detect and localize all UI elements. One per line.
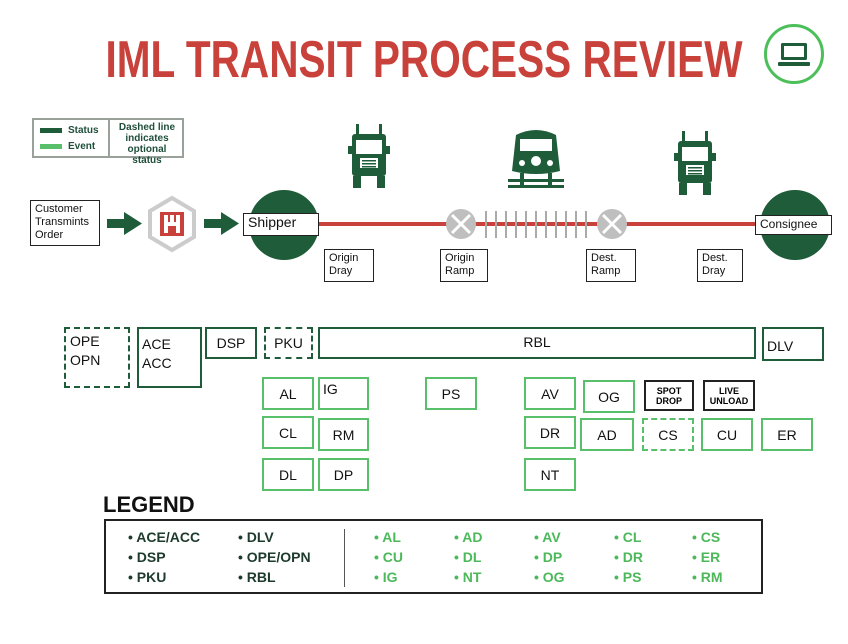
status-ace-acc: ACE ACC bbox=[137, 327, 202, 388]
page-title: IML TRANSIT PROCESS REVIEW bbox=[105, 31, 743, 89]
legend-event-col-4: CL DR PS bbox=[614, 527, 643, 587]
event-ps: PS bbox=[425, 377, 477, 410]
dest-dray-label: Dest. Dray bbox=[697, 249, 743, 282]
spot-drop-box: SPOT DROP bbox=[644, 380, 694, 411]
event-al: AL bbox=[262, 377, 314, 410]
origin-ramp-marker bbox=[446, 209, 476, 239]
event-cs: CS bbox=[642, 418, 694, 451]
live-unload-box: LIVE UNLOAD bbox=[703, 380, 755, 411]
event-dr: DR bbox=[524, 416, 576, 449]
train-icon bbox=[508, 130, 564, 188]
status-swatch bbox=[40, 128, 62, 133]
event-er: ER bbox=[761, 418, 813, 451]
legend-event-col-5: CS ER RM bbox=[692, 527, 723, 587]
dest-ramp-marker bbox=[597, 209, 627, 239]
legend: ACE/ACC DSP PKU DLV OPE/OPN RBL AL CU IG… bbox=[104, 519, 763, 594]
status-dsp: DSP bbox=[205, 327, 257, 359]
event-cu: CU bbox=[701, 418, 753, 451]
hub-logo-icon bbox=[148, 195, 196, 253]
consignee-label: Consignee bbox=[755, 215, 832, 235]
status-event-key: Status Event Dashed line indicates optio… bbox=[32, 118, 184, 166]
dashed-note: Dashed line indicates optional status bbox=[118, 122, 176, 166]
origin-ramp-label: Origin Ramp bbox=[440, 249, 488, 282]
event-av: AV bbox=[524, 377, 576, 410]
legend-title: LEGEND bbox=[103, 492, 195, 517]
event-dl: DL bbox=[262, 458, 314, 491]
legend-status-col-1: ACE/ACC DSP PKU bbox=[128, 527, 200, 587]
legend-event-col-2: AD DL NT bbox=[454, 527, 482, 587]
status-ope-opn: OPE OPN bbox=[64, 327, 130, 388]
status-pku: PKU bbox=[264, 327, 313, 359]
dest-ramp-label: Dest. Ramp bbox=[586, 249, 636, 282]
customer-order-box: Customer Transmints Order bbox=[30, 200, 100, 246]
event-key-label: Event bbox=[68, 141, 96, 152]
origin-dray-label: Origin Dray bbox=[324, 249, 374, 282]
event-nt: NT bbox=[524, 458, 576, 491]
event-ig: IG bbox=[318, 377, 369, 410]
event-rm: RM bbox=[318, 418, 369, 451]
event-cl: CL bbox=[262, 416, 314, 449]
legend-event-col-3: AV DP OG bbox=[534, 527, 564, 587]
event-swatch bbox=[40, 144, 62, 149]
rail-ties bbox=[485, 211, 587, 238]
truck-icon bbox=[348, 124, 390, 188]
truck-icon bbox=[674, 131, 716, 195]
event-dp: DP bbox=[318, 458, 369, 491]
status-dlv: DLV bbox=[762, 327, 824, 361]
status-key-label: Status bbox=[68, 125, 99, 136]
legend-event-col-1: AL CU IG bbox=[374, 527, 403, 587]
event-ad: AD bbox=[580, 418, 634, 451]
shipper-label: Shipper bbox=[243, 213, 319, 236]
laptop-icon bbox=[764, 24, 824, 84]
legend-status-col-2: DLV OPE/OPN RBL bbox=[238, 527, 311, 587]
status-rbl: RBL bbox=[318, 327, 756, 359]
flow-arrows bbox=[107, 212, 239, 235]
event-og: OG bbox=[583, 380, 635, 413]
